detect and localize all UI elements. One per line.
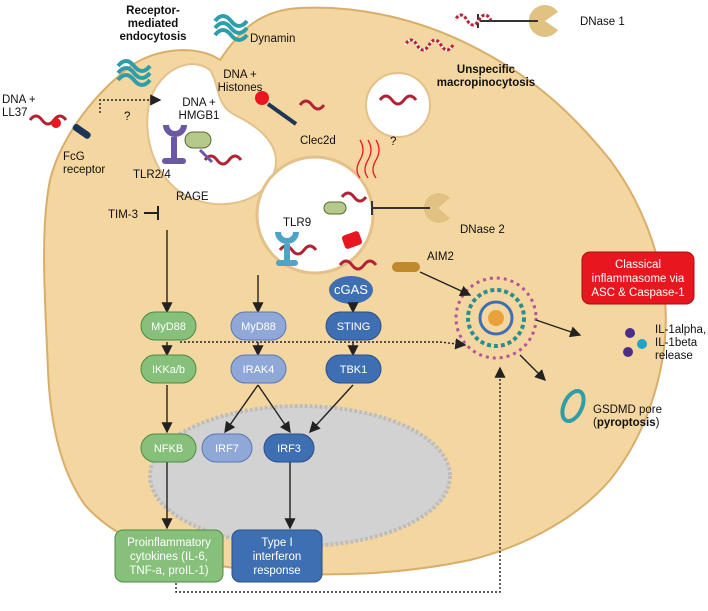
label-dynamin: Dynamin <box>250 33 295 45</box>
il1-icon <box>623 347 633 357</box>
svg-text:IRF3: IRF3 <box>277 443 301 455</box>
label-question-1: ? <box>124 111 130 123</box>
node-irf3: IRF3 <box>263 433 315 463</box>
label-receptor-mediated-3: endocytosis <box>119 31 186 43</box>
endocytic-vesicle <box>146 63 278 206</box>
label-receptor-mediated-1: Receptor- <box>126 5 180 17</box>
node-myd88-b: MyD88 <box>230 311 287 341</box>
dnase2-icon <box>423 193 450 223</box>
node-myd88-a: MyD88 <box>140 311 197 341</box>
svg-text:Type I: Type I <box>261 537 292 549</box>
dynamin-icon-2 <box>116 59 152 87</box>
svg-text:cytokines (IL-6,: cytokines (IL-6, <box>130 551 208 563</box>
uptake-arrows <box>356 139 380 179</box>
endosome <box>255 155 375 275</box>
svg-text:ASC & Caspase-1: ASC & Caspase-1 <box>591 287 684 299</box>
label-pyroptosis: pyroptosis <box>597 417 656 429</box>
gsdmd-pore-icon <box>560 389 586 423</box>
svg-text:Classical: Classical <box>615 259 661 271</box>
dynamin-icon <box>213 14 249 42</box>
label-unspecific-2: macropinocytosis <box>437 77 535 89</box>
label-tim3: TIM-3 <box>108 209 138 221</box>
label-dnase1: DNase 1 <box>580 16 625 28</box>
label-dna-hmgb1-1: DNA + <box>182 97 216 109</box>
svg-text:STING: STING <box>337 321 371 333</box>
label-cgas: cGAS <box>334 282 368 297</box>
label-dna-histones-1: DNA + <box>223 69 257 81</box>
pathway-arrows <box>99 94 582 593</box>
node-sting: STING <box>325 311 382 341</box>
proinflammatory-box: Proinflammatory cytokines (IL-6, TNF-a, … <box>114 529 224 583</box>
tlr9-icon <box>275 232 299 266</box>
dna-strands <box>28 13 493 271</box>
inflammasome-icon <box>454 276 538 360</box>
label-aim2: AIM2 <box>427 251 454 263</box>
label-unspecific-1: Unspecific <box>457 64 516 76</box>
cgas-shape <box>329 276 373 304</box>
label-fcg-2: receptor <box>63 164 105 176</box>
label-il1-3: release <box>655 350 693 362</box>
label-rage: RAGE <box>176 191 209 203</box>
node-irf7: IRF7 <box>201 433 253 463</box>
label-receptor-mediated-2: mediated <box>128 18 179 30</box>
node-nfkb: NFKB <box>140 433 197 463</box>
label-tlr24: TLR2/4 <box>133 169 171 181</box>
svg-text:TNF-a, proIL-1): TNF-a, proIL-1) <box>129 565 208 577</box>
svg-text:MyD88: MyD88 <box>151 321 186 333</box>
tlr24-icon <box>162 125 187 164</box>
label-clec2d: Clec2d <box>300 135 336 147</box>
label-tlr9: TLR9 <box>283 217 311 229</box>
node-tbk1: TBK1 <box>325 354 382 384</box>
svg-text:IRAK4: IRAK4 <box>243 364 275 376</box>
label-dna-histones-2: Histones <box>218 82 263 94</box>
aim2-icon <box>392 262 420 272</box>
label-il1-1: IL-1alpha, <box>655 324 706 336</box>
label-dna-ll37-1: DNA + <box>2 94 36 106</box>
svg-text:MyD88: MyD88 <box>241 321 276 333</box>
label-dnase2: DNase 2 <box>460 224 505 236</box>
il1-icon <box>637 339 647 349</box>
node-ikk: IKKa/b <box>140 354 197 384</box>
svg-text:Proinflammatory: Proinflammatory <box>127 537 211 549</box>
svg-text:interferon: interferon <box>253 551 302 563</box>
label-gsdmd: GSDMD pore <box>593 404 662 416</box>
svg-text:IKKa/b: IKKa/b <box>152 364 185 376</box>
dna-fragment-icon <box>323 201 347 215</box>
type-i-interferon-box: Type I interferon response <box>231 529 323 583</box>
svg-text:inflammasome via: inflammasome via <box>592 273 685 285</box>
label-dna-ll37-2: LL37 <box>2 107 28 119</box>
histone-icon <box>255 91 269 105</box>
node-irak4: IRAK4 <box>230 354 287 384</box>
nucleus <box>148 404 452 548</box>
il1-icon <box>625 328 635 338</box>
fcg-receptor-icon <box>72 123 91 139</box>
label-dna-hmgb1-2: HMGB1 <box>179 110 220 122</box>
svg-text:TBK1: TBK1 <box>340 364 368 376</box>
label-il1-2: IL-1beta <box>655 337 698 349</box>
hmgb1-icon <box>184 131 212 149</box>
svg-text:IRF7: IRF7 <box>215 443 239 455</box>
svg-text:NFKB: NFKB <box>154 443 183 455</box>
inflammasome-box: Classical inflammasome via ASC & Caspase… <box>581 251 695 305</box>
label-fcg-1: FcG <box>63 151 85 163</box>
svg-text:response: response <box>253 565 300 577</box>
ll37-icon <box>51 118 61 128</box>
label-question-2: ? <box>390 136 396 148</box>
label-pyroptosis-paren: (pyroptosis) <box>593 417 660 429</box>
cgas-product-icon <box>341 231 363 249</box>
dnase1-icon <box>528 4 558 37</box>
